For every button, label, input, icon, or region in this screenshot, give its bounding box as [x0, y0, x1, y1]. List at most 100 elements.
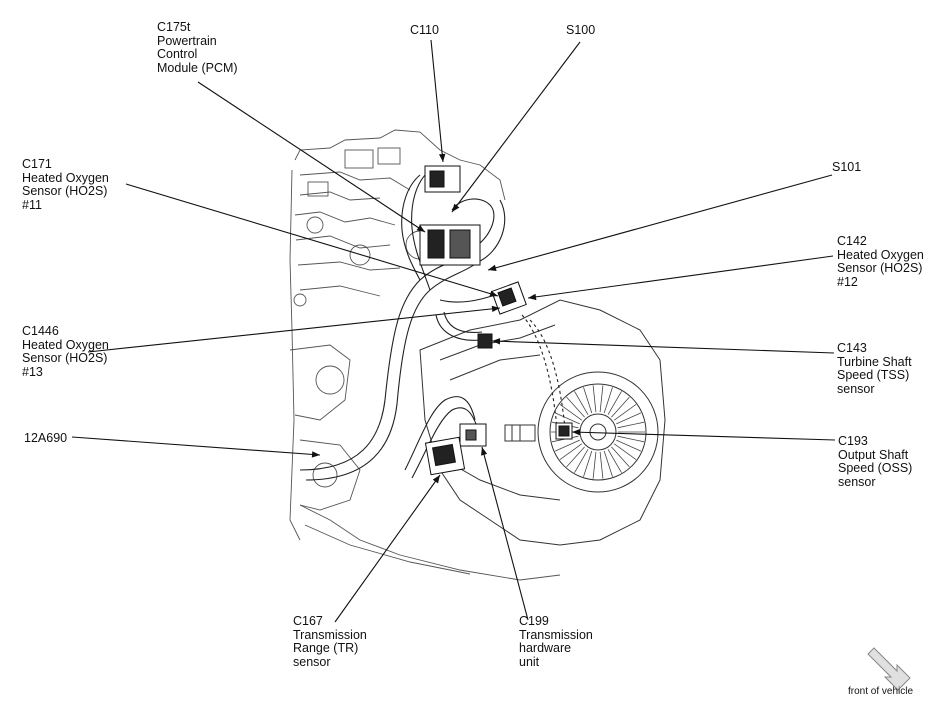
arrowhead-c110	[439, 153, 446, 162]
callout-line: C199	[519, 614, 549, 628]
housing-rib	[613, 443, 637, 460]
arrowhead-s101	[488, 264, 497, 271]
leader-line-c171	[125, 183, 499, 297]
callout-line: C175t	[157, 20, 191, 34]
front-of-vehicle-label: front of vehicle	[848, 686, 914, 697]
housing-rib	[616, 412, 642, 425]
leader-line-c193	[571, 431, 836, 441]
connector-c110	[424, 165, 461, 193]
callout-line: Sensor (HO2S)	[837, 261, 923, 275]
callout-line: #11	[22, 197, 42, 212]
callout-line: Module (PCM)	[157, 60, 238, 75]
label-s101: S101	[832, 160, 862, 175]
callout-line: Heated Oxygen	[22, 337, 109, 352]
leader-line-12a690	[71, 436, 321, 456]
housing-rib	[617, 435, 645, 443]
callout-line: unit	[519, 654, 540, 669]
callout-line: Heated Oxygen	[22, 170, 109, 185]
callout-line: sensor	[837, 381, 875, 396]
leader-line-s101	[487, 174, 833, 271]
callout-line: Speed (TSS)	[837, 368, 910, 382]
housing-rib	[611, 446, 630, 468]
housing-rib	[559, 443, 583, 460]
arrowhead-c167	[432, 475, 440, 484]
arrowhead-c1446	[491, 305, 500, 312]
connector-c142	[491, 281, 527, 315]
arrowhead-c171	[489, 290, 498, 297]
leader-line-c142	[527, 255, 834, 299]
housing-rib	[566, 396, 585, 418]
output-shaft	[504, 424, 536, 442]
callout-line: sensor	[293, 654, 331, 669]
leader-line-c110	[430, 39, 444, 163]
housing-rib	[611, 396, 630, 418]
housing-rib	[592, 385, 597, 413]
callout-line: 12A690	[24, 431, 68, 445]
connector-c193	[555, 422, 573, 440]
callout-line: sensor	[838, 474, 876, 489]
callout-line: C167	[293, 614, 323, 628]
arrowhead-c193	[572, 429, 581, 436]
callout-line: Turbine Shaft	[837, 354, 912, 369]
callout-line: Output Shaft	[838, 447, 909, 462]
leader-line-c1446	[87, 307, 501, 353]
label-c110: C110	[410, 23, 439, 38]
housing-rib	[607, 391, 622, 415]
housing-rib	[616, 439, 642, 452]
front-of-vehicle-icon	[867, 647, 911, 691]
label-12a690: 12A690	[24, 431, 68, 446]
housing-rib	[599, 451, 604, 479]
arrowhead-c199	[481, 447, 488, 456]
arrowhead-s100	[452, 203, 460, 212]
connector-c143	[477, 333, 493, 349]
housing-rib	[613, 404, 637, 421]
housing-rib	[554, 412, 580, 425]
bell-housing	[537, 371, 659, 493]
housing-rib	[583, 450, 593, 477]
arrowhead-12a690	[311, 451, 320, 458]
housing-rib	[603, 450, 613, 477]
callout-line: C193	[838, 434, 868, 448]
callout-line: Range (TR)	[293, 641, 359, 655]
housing-rib	[592, 451, 597, 479]
wiring-harness	[299, 171, 566, 481]
housing-rib	[599, 385, 604, 413]
leader-line-c199	[481, 446, 529, 621]
leader-line-c175t	[197, 81, 426, 233]
callout-line: S101	[832, 160, 862, 174]
callout-line: Powertrain	[157, 33, 217, 48]
callout-line: Sensor (HO2S)	[22, 351, 108, 365]
housing-rib	[559, 404, 583, 421]
callout-line: hardware	[519, 641, 572, 655]
housing-rib	[566, 446, 585, 468]
callout-line: C171	[22, 157, 52, 171]
housing-rib	[554, 439, 580, 452]
callout-line: #13	[22, 364, 43, 379]
callout-line: C143	[837, 341, 867, 355]
housing-rib	[603, 387, 613, 414]
leader-lines	[71, 39, 836, 623]
callout-line: Heated Oxygen	[837, 247, 924, 262]
leader-line-s100	[451, 41, 581, 213]
housing-rib	[617, 421, 645, 429]
connector-c175t	[419, 224, 481, 266]
callout-line: C1446	[22, 324, 59, 338]
housing-rib	[574, 391, 589, 415]
leader-line-c167	[334, 474, 441, 623]
arrowhead-c175t	[416, 224, 425, 232]
callout-line: C142	[837, 234, 867, 248]
connector-c167	[424, 436, 466, 476]
callout-line: Speed (OSS)	[838, 461, 913, 475]
callout-line: Transmission	[293, 627, 367, 642]
callout-line: Sensor (HO2S)	[22, 184, 108, 198]
